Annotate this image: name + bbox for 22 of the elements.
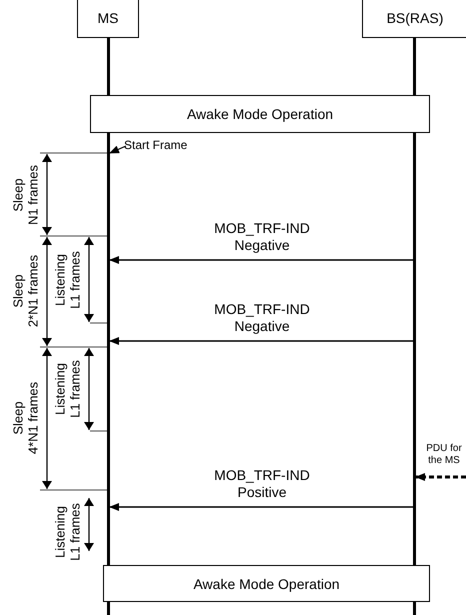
leader-text: Start Frame [124,138,188,152]
duration-label: 2*N1 frames [26,254,40,328]
entity-box: MS [77,0,139,38]
duration-label: L1 frames [68,251,82,309]
mode-box: Awake Mode Operation [90,95,430,133]
duration-label: Sleep [10,401,26,435]
entity-box: BS(RAS) [362,0,466,38]
duration-label: 4*N1 frames [26,382,40,454]
mode-box: Awake Mode Operation [103,565,430,602]
message-arrow [109,337,413,345]
duration-label: Listening [52,362,68,416]
duration-label: Listening [52,254,68,306]
duration-label: N1 frames [26,165,40,225]
duration-label: Listening [52,506,68,558]
message-arrow [415,473,466,481]
duration-label: Sleep [10,178,26,212]
message-arrow [109,256,413,264]
duration-label: L1 frames [68,360,82,418]
leader-line [109,146,126,154]
duration-label: Sleep [10,274,26,308]
message-arrow [109,503,413,511]
duration-label: L1 frames [68,503,82,561]
